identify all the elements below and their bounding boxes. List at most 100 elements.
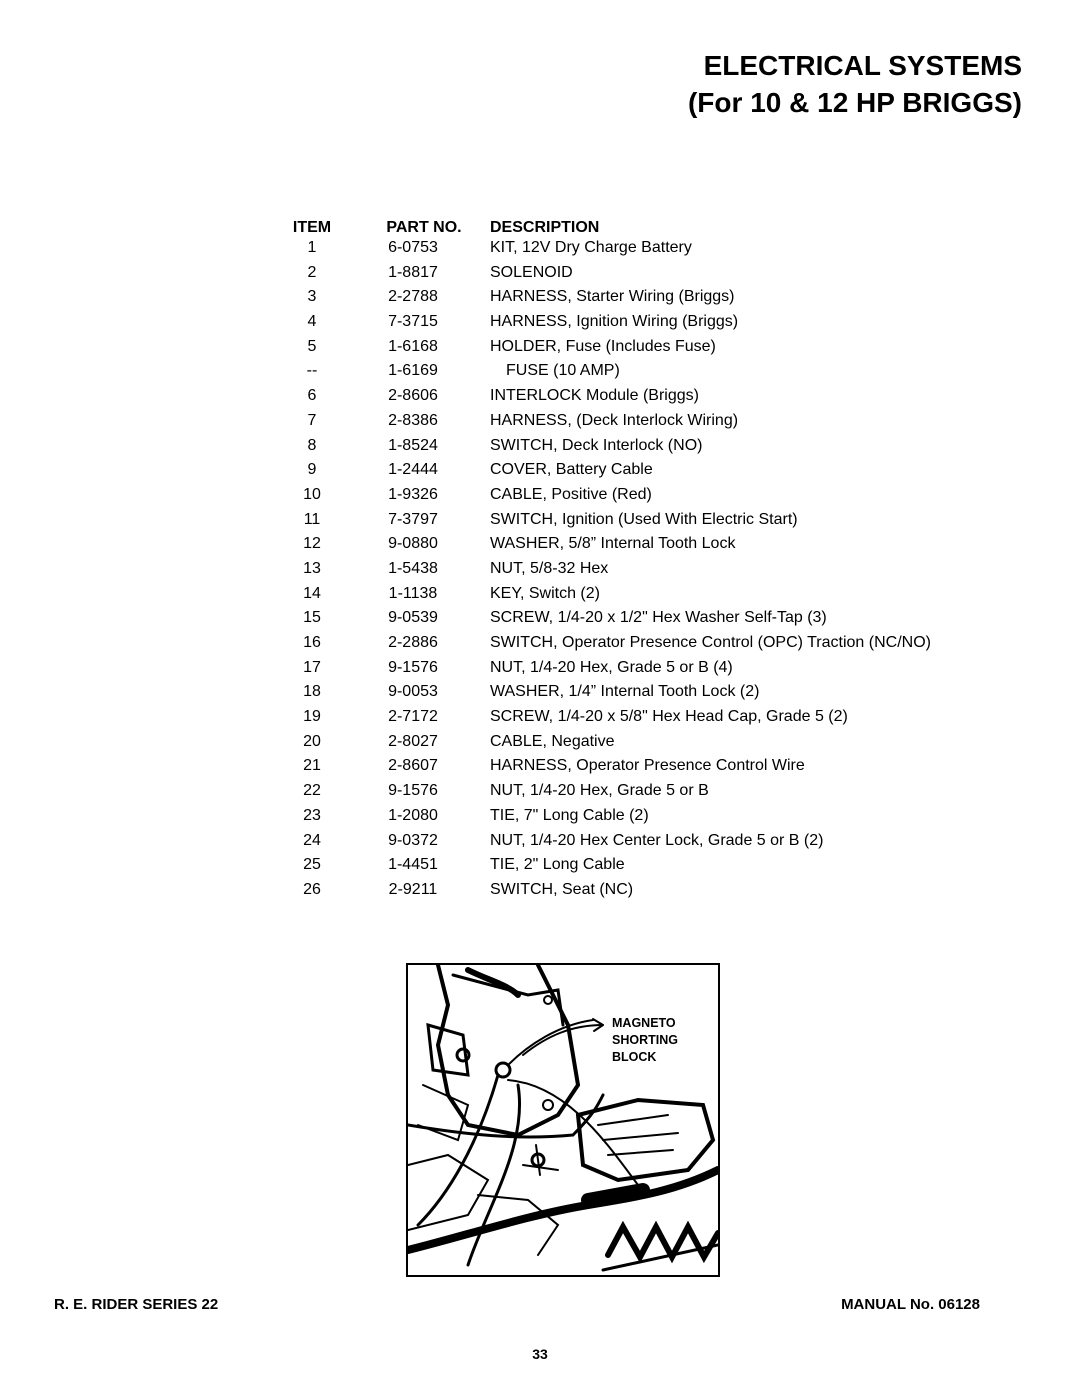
- part-number-cell: 2-2788: [388, 288, 438, 306]
- part-number-cell: 9-0053: [388, 683, 438, 701]
- description-cell: SWITCH, Seat (NC): [490, 880, 634, 898]
- description-cell: HARNESS, Starter Wiring (Briggs): [490, 288, 735, 306]
- part-number-cell: 9-1576: [388, 658, 438, 676]
- description-cell: KEY, Switch (2): [490, 584, 600, 602]
- item-number-cell: 6: [307, 387, 317, 405]
- item-number-cell: 5: [307, 337, 317, 355]
- column-header-description: DESCRIPTION: [490, 219, 600, 236]
- item-number-cell: 16: [303, 634, 321, 651]
- table-row: 9 1-2444 COVER, Battery Cable: [288, 461, 931, 486]
- part-number-cell: 6-0753: [388, 239, 438, 256]
- description-cell: SOLENOID: [490, 263, 573, 281]
- item-number-cell: 19: [303, 708, 321, 726]
- part-number-cell: 1-9326: [388, 485, 438, 503]
- description-cell: KIT, 12V Dry Charge Battery: [490, 239, 692, 256]
- item-number-cell: 18: [303, 683, 321, 701]
- description-cell: HARNESS, (Deck Interlock Wiring): [490, 411, 739, 429]
- part-number-cell: 7-3797: [388, 510, 438, 528]
- table-row: 10 1-9326 CABLE, Positive (Red): [288, 486, 931, 511]
- magneto-shorting-block-callout: MAGNETO SHORTING BLOCK: [612, 1015, 678, 1066]
- item-number-cell: 11: [303, 510, 321, 528]
- item-number-cell: 21: [303, 757, 321, 775]
- description-cell: SCREW, 1/4-20 x 5/8" Hex Head Cap, Grade…: [490, 708, 848, 726]
- item-number-cell: 8: [307, 436, 317, 454]
- item-number-cell: 23: [303, 806, 321, 824]
- part-number-cell: 2-8386: [388, 411, 438, 429]
- footer-manual-number: MANUAL No. 06128: [841, 1296, 980, 1313]
- description-cell: NUT, 1/4-20 Hex, Grade 5 or B (4): [490, 658, 733, 676]
- item-number-cell: 9: [307, 461, 317, 479]
- item-number-cell: --: [306, 362, 318, 380]
- description-cell: NUT, 1/4-20 Hex, Grade 5 or B: [490, 782, 709, 800]
- item-number-cell: 13: [303, 559, 321, 577]
- description-cell: NUT, 5/8-32 Hex: [490, 559, 609, 577]
- footer-series: R. E. RIDER SERIES 22: [54, 1296, 219, 1313]
- part-number-cell: 1-8817: [388, 263, 438, 281]
- part-number-cell: 1-1138: [388, 584, 438, 602]
- callout-line: BLOCK: [612, 1050, 657, 1064]
- item-number-cell: 4: [307, 313, 317, 331]
- item-number-cell: 25: [303, 856, 321, 874]
- item-number-cell: 10: [303, 485, 321, 503]
- description-cell: COVER, Battery Cable: [490, 461, 653, 479]
- part-number-cell: 2-7172: [388, 708, 438, 726]
- description-cell: TIE, 7" Long Cable (2): [490, 806, 649, 824]
- engine-wiring-drawing: [408, 965, 718, 1272]
- table-header-row: ITEM PART NO. DESCRIPTION: [288, 219, 931, 239]
- item-number-cell: 3: [307, 288, 317, 306]
- part-number-cell: 2-9211: [388, 880, 438, 898]
- column-header-item: ITEM: [292, 219, 332, 236]
- page-title: ELECTRICAL SYSTEMS: [703, 50, 1022, 81]
- part-number-cell: 1-6169: [388, 362, 438, 380]
- item-number-cell: 15: [303, 609, 321, 627]
- table-row: 13 1-5438 NUT, 5/8-32 Hex: [288, 560, 931, 585]
- part-number-cell: 1-5438: [388, 559, 438, 577]
- table-row: 6 2-8606 INTERLOCK Module (Briggs): [288, 387, 931, 412]
- item-number-cell: 20: [303, 732, 321, 750]
- table-row: 25 1-4451 TIE, 2" Long Cable: [288, 856, 931, 881]
- description-cell: INTERLOCK Module (Briggs): [490, 387, 699, 405]
- callout-line: MAGNETO: [612, 1016, 676, 1030]
- description-cell: CABLE, Negative: [490, 732, 615, 750]
- callout-line: SHORTING: [612, 1033, 678, 1047]
- item-number-cell: 12: [303, 535, 321, 553]
- table-row: 20 2-8027 CABLE, Negative: [288, 733, 931, 758]
- table-row: 26 2-9211 SWITCH, Seat (NC): [288, 881, 931, 906]
- description-cell: HARNESS, Operator Presence Control Wire: [490, 757, 805, 775]
- part-number-cell: 7-3715: [388, 313, 438, 331]
- item-number-cell: 7: [307, 411, 317, 429]
- magneto-shorting-block-illustration: [406, 963, 720, 1277]
- table-row: 3 2-2788 HARNESS, Starter Wiring (Briggs): [288, 288, 931, 313]
- item-number-cell: 26: [303, 880, 321, 898]
- description-cell: CABLE, Positive (Red): [490, 485, 652, 503]
- description-cell: SCREW, 1/4-20 x 1/2" Hex Washer Self-Tap…: [490, 609, 827, 627]
- description-cell: NUT, 1/4-20 Hex Center Lock, Grade 5 or …: [490, 831, 824, 849]
- table-row: 19 2-7172 SCREW, 1/4-20 x 5/8" Hex Head Ca…: [288, 708, 931, 733]
- part-number-cell: 1-2444: [388, 461, 438, 479]
- item-number-cell: 22: [303, 782, 321, 800]
- part-number-cell: 1-6168: [388, 337, 438, 355]
- description-cell: TIE, 2" Long Cable: [490, 856, 625, 874]
- part-number-cell: 1-8524: [388, 436, 438, 454]
- part-number-cell: 1-4451: [388, 856, 438, 874]
- part-number-cell: 2-8606: [388, 387, 438, 405]
- part-number-cell: 2-8027: [388, 732, 438, 750]
- part-number-cell: 2-2886: [388, 634, 438, 651]
- page-number: 33: [532, 1346, 548, 1362]
- part-number-cell: 9-0880: [388, 535, 438, 553]
